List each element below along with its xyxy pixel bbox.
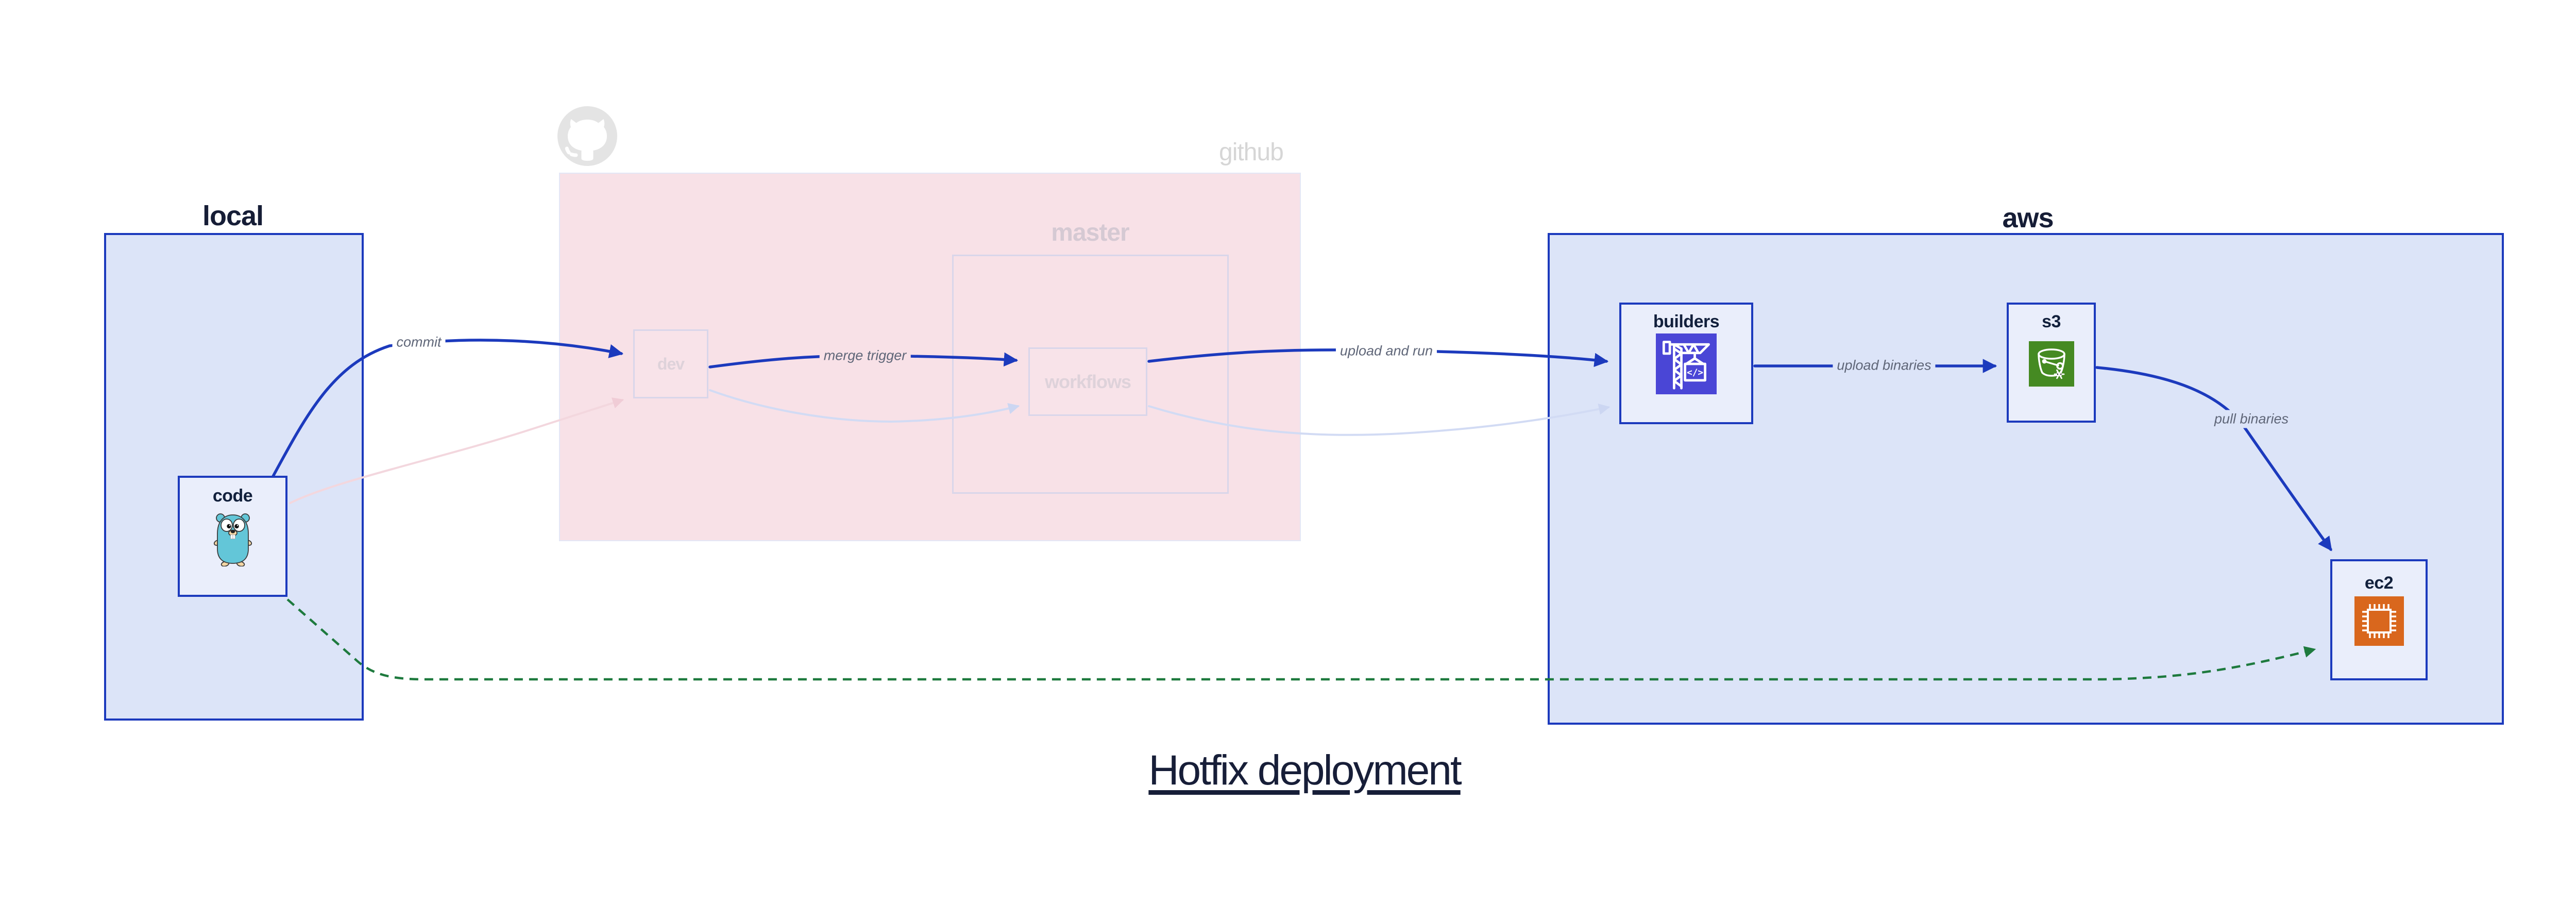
ec2-chip-icon: [2354, 596, 2404, 648]
node-workflows-label: workflows: [1044, 371, 1131, 392]
node-code-label: code: [212, 486, 253, 506]
node-ec2: ec2: [2330, 559, 2428, 680]
box-master-label: master: [1051, 219, 1129, 246]
github-octocat-icon: [556, 105, 618, 170]
node-s3: s3: [2007, 303, 2096, 423]
node-dev-label: dev: [657, 354, 685, 373]
go-gopher-icon: [213, 511, 253, 569]
node-ec2-label: ec2: [2364, 573, 2394, 593]
s3-bucket-icon: [2028, 341, 2074, 389]
node-dev: dev: [633, 329, 708, 398]
edge-label-upload-and-run: upload and run: [1335, 342, 1437, 360]
svg-text:</>: </>: [1687, 368, 1703, 378]
edge-label-pull-binaries: pull binaries: [2210, 410, 2293, 428]
box-master: [952, 255, 1229, 494]
node-s3-label: s3: [2042, 312, 2061, 331]
codebuild-crane-icon: </>: [1656, 333, 1717, 397]
container-aws-label: aws: [2002, 203, 2054, 233]
edge-label-merge-trigger: merge trigger: [819, 346, 911, 365]
node-workflows: workflows: [1028, 347, 1147, 416]
diagram-title: Hotfix deployment: [1148, 747, 1462, 794]
node-code: code: [178, 476, 287, 597]
node-builders-label: builders: [1653, 312, 1720, 331]
edge-label-commit: commit: [392, 333, 446, 352]
node-builders: builders </>: [1619, 303, 1753, 424]
container-local-label: local: [202, 201, 264, 231]
edge-label-upload-binaries: upload binaries: [1833, 356, 1936, 375]
cluster-github-label: github: [1219, 139, 1284, 166]
